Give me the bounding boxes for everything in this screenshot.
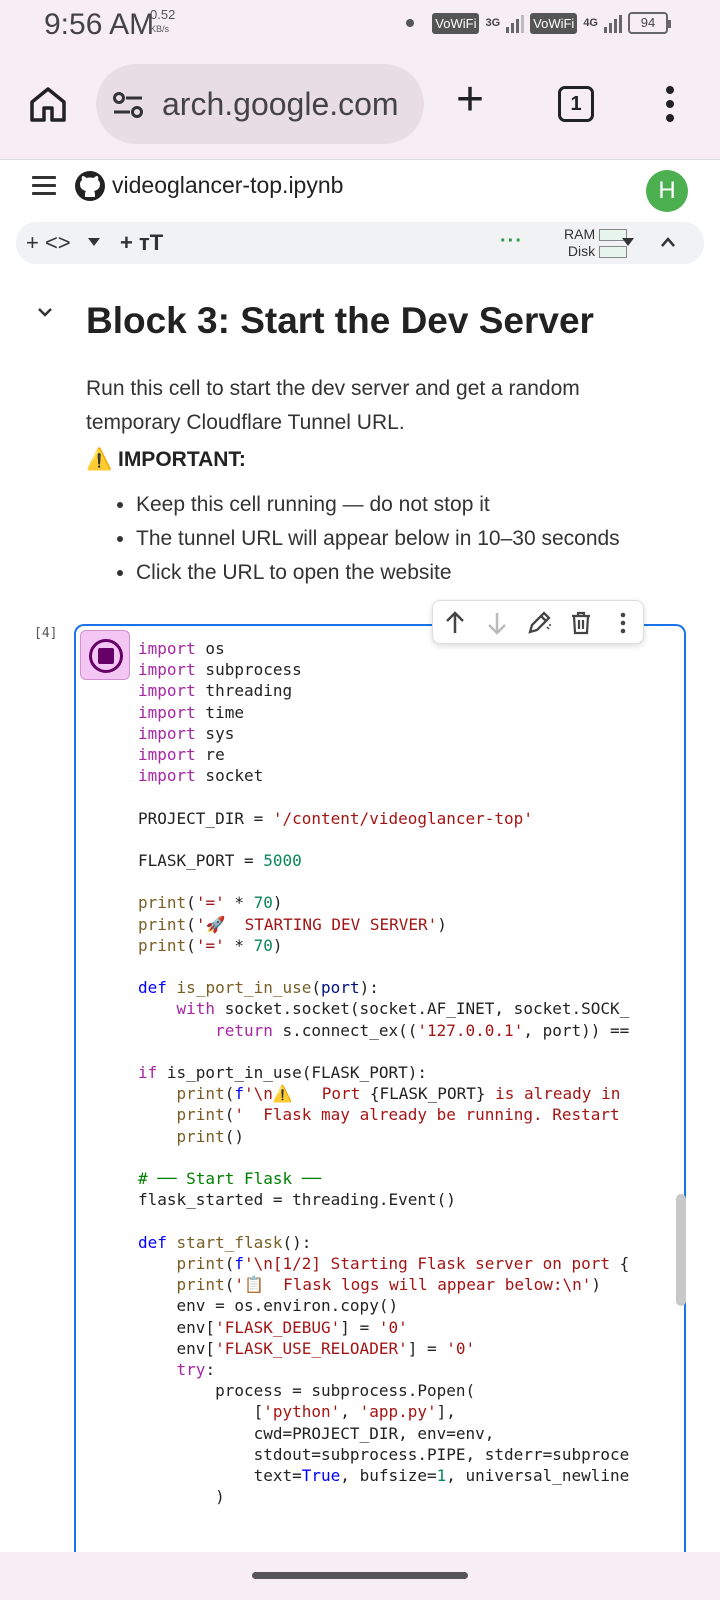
section-heading: Block 3: Start the Dev Server (86, 300, 594, 341)
resource-monitor[interactable]: RAM Disk (564, 226, 628, 260)
stop-icon (98, 648, 114, 664)
more-options-icon[interactable] (666, 86, 676, 122)
list-item: The tunnel URL will appear below in 10–3… (136, 522, 620, 556)
instruction-list: Keep this cell running — do not stop it … (136, 488, 620, 590)
disk-bar (599, 246, 628, 259)
browser-toolbar: arch.google.com + 1 (0, 52, 720, 160)
colab-page: videoglancer-top.ipynb H + <> + ᴛT ··· R… (0, 160, 720, 1552)
clock: 9:56 AM (44, 8, 155, 41)
delete-icon[interactable] (567, 609, 595, 637)
github-icon (75, 171, 105, 201)
list-item: Click the URL to open the website (136, 556, 620, 590)
list-item: Keep this cell running — do not stop it (136, 488, 620, 522)
code-cell[interactable]: import os import subprocess import threa… (74, 624, 686, 1552)
gesture-handle[interactable] (252, 1572, 468, 1579)
notebook-title[interactable]: videoglancer-top.ipynb (112, 172, 344, 198)
status-icons: VoWiFi 3G VoWiFi 4G 94 (406, 12, 671, 34)
new-tab-button[interactable]: + (456, 73, 485, 126)
cell-toolbar (432, 600, 644, 644)
notebook-toolbar: + <> + ᴛT ··· RAM Disk (16, 222, 704, 264)
stop-cell-button[interactable] (80, 630, 130, 680)
code-editor[interactable]: import os import subprocess import threa… (138, 639, 630, 1507)
section-paragraph: Run this cell to start the dev server an… (86, 377, 580, 434)
chevron-up-icon[interactable] (660, 236, 676, 248)
battery-icon: 94 (628, 12, 671, 34)
network-type: 3G (485, 17, 501, 29)
notebook-header: videoglancer-top.ipynb H (0, 160, 720, 216)
chevron-down-icon[interactable] (88, 238, 100, 246)
menu-icon[interactable] (32, 176, 56, 200)
notebook-content: Block 3: Start the Dev Server Run this c… (16, 272, 704, 1552)
vowifi-badge: VoWiFi (530, 12, 578, 34)
move-down-icon[interactable] (483, 609, 511, 637)
network-type: 4G (583, 17, 598, 29)
site-settings-icon[interactable] (112, 90, 144, 120)
url-text[interactable]: arch.google.com (162, 86, 399, 122)
chevron-down-icon[interactable] (622, 238, 634, 246)
tab-switcher-button[interactable]: 1 (558, 86, 594, 122)
home-icon[interactable] (28, 84, 68, 124)
notification-dot-icon (406, 19, 415, 27)
vowifi-badge: VoWiFi (432, 12, 480, 34)
execution-count: [4] (34, 626, 58, 641)
address-bar[interactable]: arch.google.com (96, 64, 424, 144)
network-speed: 0.52 KB/s (150, 7, 176, 35)
important-note: ⚠️ IMPORTANT: (86, 448, 246, 471)
collapse-section-icon[interactable] (36, 306, 54, 318)
avatar[interactable]: H (646, 170, 688, 212)
move-up-icon[interactable] (441, 609, 469, 637)
connected-icon[interactable]: ··· (500, 230, 523, 252)
add-code-button[interactable]: + <> (26, 230, 71, 255)
add-text-button[interactable]: + ᴛT (120, 230, 164, 255)
more-options-icon[interactable] (609, 609, 637, 637)
status-bar: 9:56 AM 0.52 KB/s VoWiFi 3G VoWiFi 4G 94 (0, 0, 720, 52)
edit-icon[interactable] (525, 609, 553, 637)
signal-icon (506, 13, 525, 33)
scrollbar[interactable] (676, 1194, 686, 1306)
ram-bar (599, 229, 628, 242)
signal-icon (604, 13, 622, 33)
navigation-bar (0, 1552, 720, 1600)
